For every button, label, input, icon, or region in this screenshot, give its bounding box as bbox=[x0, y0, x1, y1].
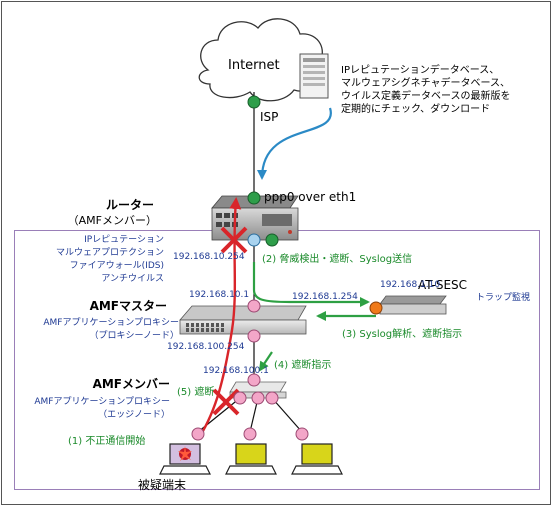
amf-master-up-ip: 192.168.10.1 bbox=[189, 290, 250, 300]
port-router-lan bbox=[247, 233, 261, 247]
step-1-label: (1) 不正通信開始 bbox=[68, 436, 146, 447]
isp-label: ISP bbox=[260, 110, 279, 124]
port-router-wan bbox=[247, 191, 261, 205]
port-member-2 bbox=[251, 391, 265, 405]
router-interface-label: ppp0 over eth1 bbox=[264, 190, 357, 204]
router-role: （AMFメンバー） bbox=[67, 214, 157, 227]
amf-master-down-ip: 192.168.100.254 bbox=[167, 342, 245, 352]
update-note-line-4: 定期的にチェック、ダウンロード bbox=[341, 104, 491, 115]
update-note-line-2: マルウェアシグネチャデータベース、 bbox=[341, 78, 510, 89]
amf-member-role: AMFアプリケーションプロキシー （エッジノード） bbox=[34, 396, 170, 422]
update-server-icon bbox=[299, 53, 329, 99]
port-master-up bbox=[247, 299, 261, 313]
sesc-sub: トラップ監視 bbox=[476, 293, 531, 303]
port-member-up bbox=[247, 373, 261, 387]
port-laptop-3 bbox=[295, 427, 309, 441]
router-feature-2: マルウェアプロテクション bbox=[55, 248, 164, 258]
amf-master-role-line-2: （プロキシーノード） bbox=[89, 331, 179, 341]
member-link-3 bbox=[271, 397, 303, 433]
syslog-link bbox=[252, 262, 370, 307]
amf-master-title: AMFマスター bbox=[89, 299, 167, 313]
step-2-label: (2) 脅威検出・遮断、Syslog送信 bbox=[262, 254, 413, 265]
router-feature-3: ファイアウォール(IDS) bbox=[69, 261, 164, 271]
port-router-sesc bbox=[265, 233, 279, 247]
suspect-terminal-label: 被疑端末 bbox=[138, 478, 187, 492]
port-master-down bbox=[247, 329, 261, 343]
port-laptop-2 bbox=[243, 427, 257, 441]
router-feature-list: IPレピュテーション マルウェアプロテクション ファイアウォール(IDS) アン… bbox=[56, 234, 164, 286]
step-5-label: (5) 遮断 bbox=[177, 387, 215, 398]
update-note-line-1: IPレピュテーションデータベース、 bbox=[341, 65, 500, 76]
update-note-line-3: ウイルス定義データベースの最新版を bbox=[341, 91, 511, 102]
step-4-label: (4) 遮断指示 bbox=[274, 360, 332, 371]
laptop-3-icon bbox=[291, 443, 343, 475]
update-note: IPレピュテーションデータベース、 マルウェアシグネチャデータベース、 ウイルス… bbox=[341, 64, 511, 116]
router-sesc-ip: 192.168.1.254 bbox=[292, 292, 358, 302]
step-3-label: (3) Syslog解析、遮断指示 bbox=[342, 329, 463, 340]
internet-label: Internet bbox=[228, 58, 280, 73]
port-isp bbox=[247, 95, 261, 109]
amf-member-title: AMFメンバー bbox=[92, 377, 170, 391]
port-laptop-1 bbox=[191, 427, 205, 441]
laptop-2-icon bbox=[225, 443, 277, 475]
sesc-ip: 192.168.1.10 bbox=[380, 280, 441, 290]
router-feature-4: アンチウイルス bbox=[101, 274, 164, 284]
port-sesc bbox=[369, 301, 383, 315]
amf-member-ip: 192.168.100.1 bbox=[203, 366, 269, 376]
router-title: ルーター bbox=[105, 198, 154, 212]
router-feature-1: IPレピュテーション bbox=[84, 235, 164, 245]
block-mark-member bbox=[212, 388, 240, 416]
amf-master-switch-icon bbox=[179, 305, 307, 335]
sesc-name: AT-SESC bbox=[418, 278, 468, 292]
instruction-arrow-4 bbox=[258, 351, 273, 372]
port-member-3 bbox=[265, 391, 279, 405]
amf-master-role-line-1: AMFアプリケーションプロキシー bbox=[43, 318, 179, 328]
amf-master-role: AMFアプリケーションプロキシー （プロキシーノード） bbox=[43, 317, 179, 343]
block-mark-router bbox=[220, 226, 248, 254]
laptop-suspect-icon bbox=[159, 443, 211, 475]
amf-member-role-line-1: AMFアプリケーションプロキシー bbox=[34, 397, 170, 407]
sesc-device-icon bbox=[379, 295, 447, 315]
router-lan-ip: 192.168.10.254 bbox=[173, 252, 245, 262]
amf-member-role-line-2: （エッジノード） bbox=[98, 410, 170, 420]
download-arrow bbox=[257, 107, 332, 180]
port-member-1 bbox=[233, 391, 247, 405]
